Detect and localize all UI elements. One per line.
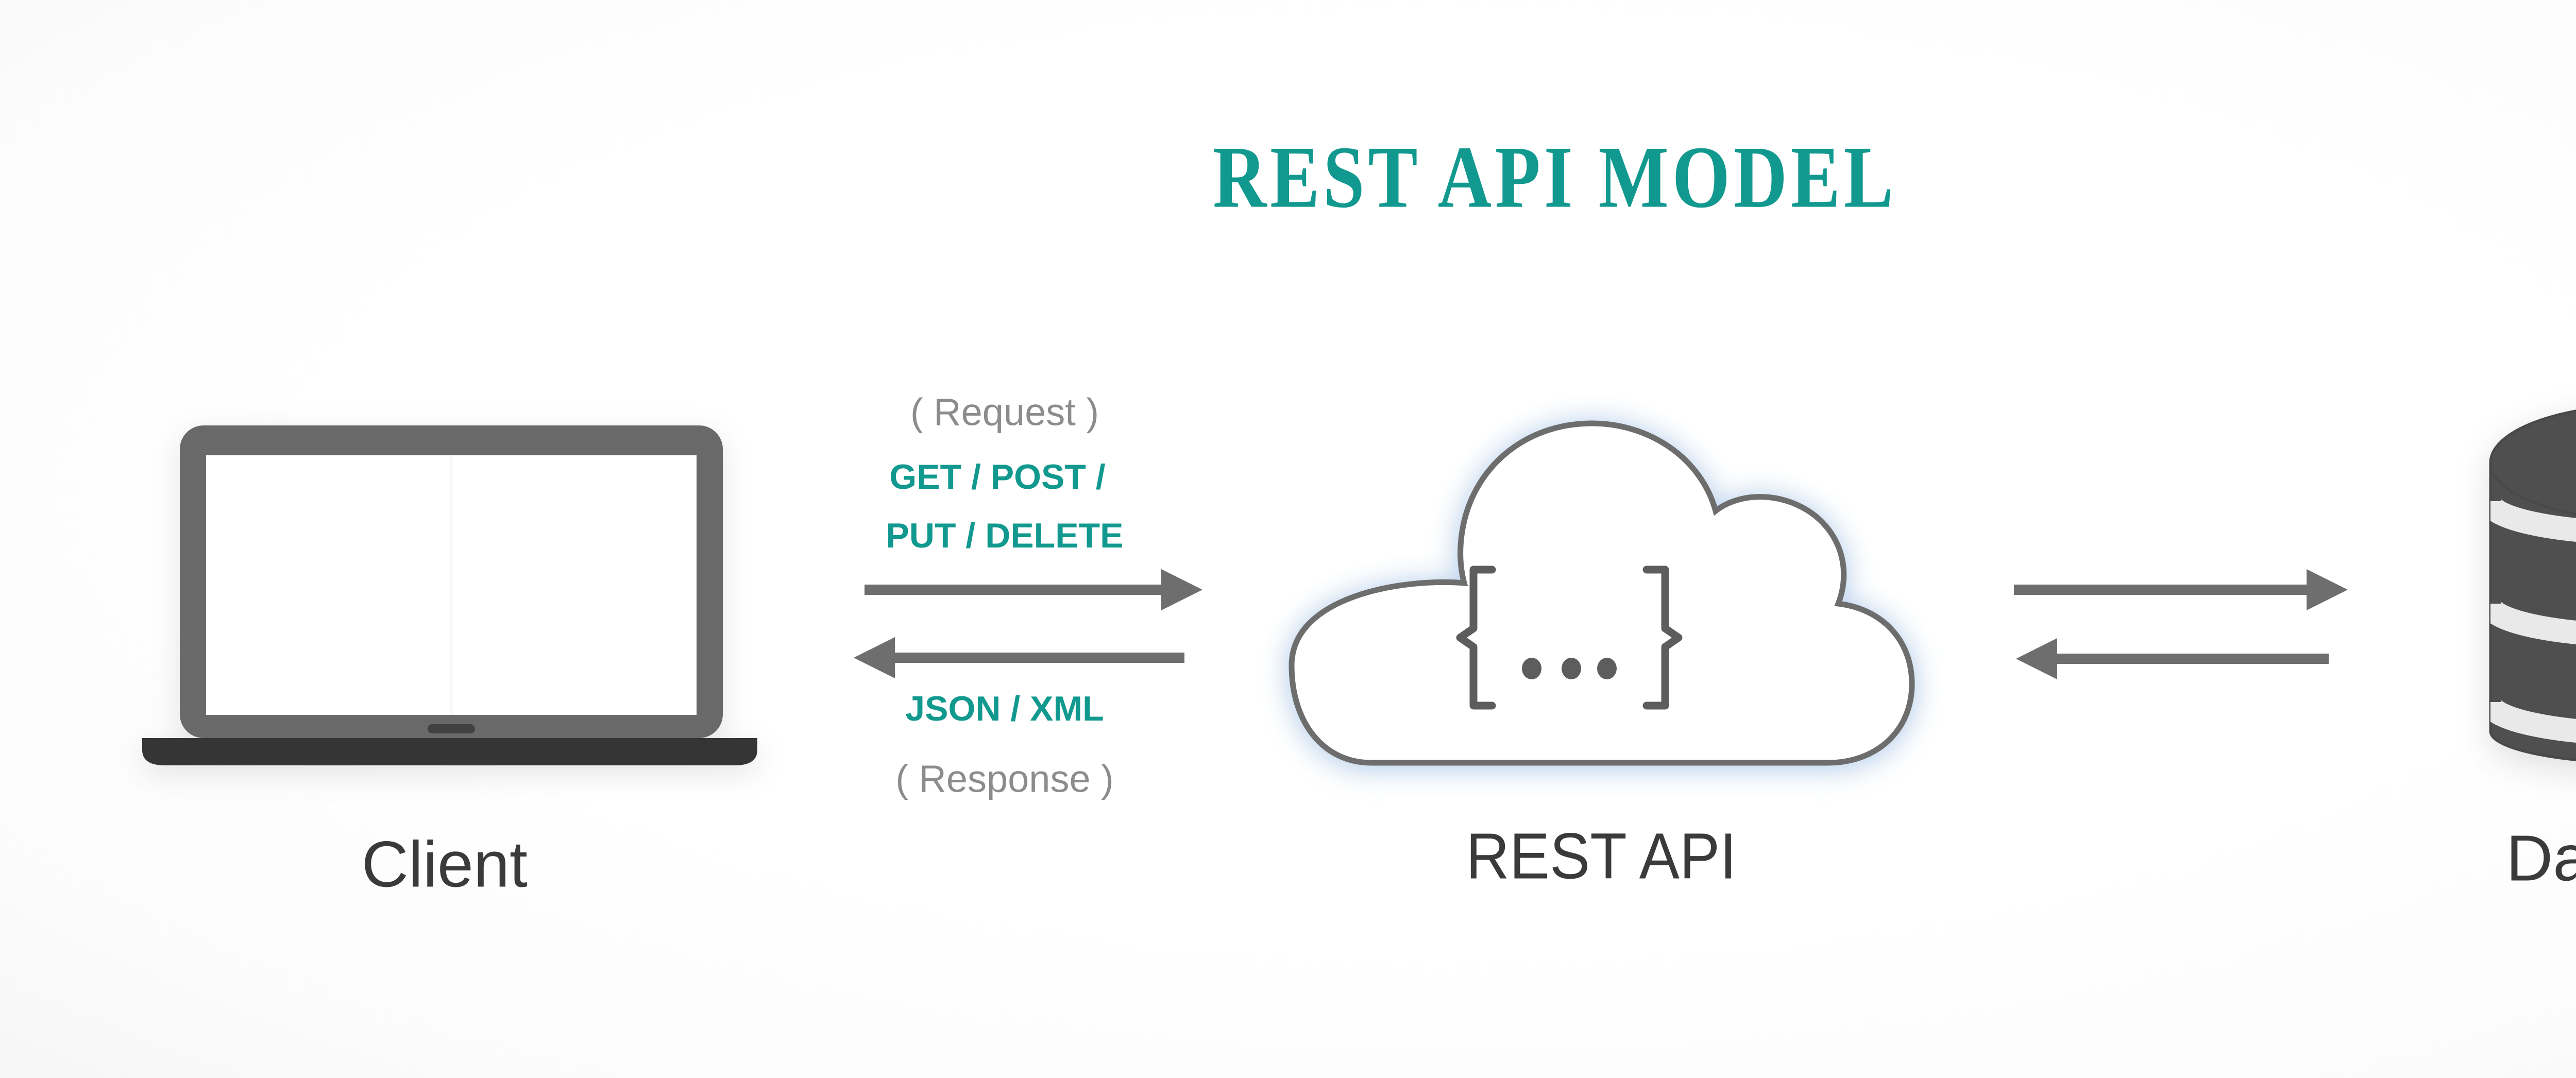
response-formats: JSON / XML xyxy=(905,689,1104,728)
arrow-right-icon xyxy=(2014,569,2348,610)
arrow-left-icon xyxy=(854,637,1184,678)
page-title: REST API MODEL xyxy=(1148,127,1962,229)
request-annotation: ( Request ) xyxy=(910,390,1099,434)
code-braces-icon xyxy=(1456,566,1683,710)
code-dots xyxy=(1522,658,1617,679)
response-annotation: ( Response ) xyxy=(895,757,1114,800)
arrow-left-icon xyxy=(2016,638,2329,679)
request-methods-line2: PUT / DELETE xyxy=(886,516,1124,555)
api-node-label: REST API xyxy=(1456,819,1747,894)
database-icon xyxy=(2489,409,2576,761)
request-methods-line1: GET / POST / xyxy=(889,457,1106,497)
api-node-label-text: REST API xyxy=(1466,819,1737,893)
cloud-icon xyxy=(1289,420,1915,766)
page-title-text: REST API MODEL xyxy=(1213,128,1897,227)
client-node-label: Client xyxy=(361,828,528,901)
laptop-icon xyxy=(142,425,757,765)
database-node-label: Database xyxy=(2506,822,2576,895)
arrow-right-icon xyxy=(865,569,1202,610)
